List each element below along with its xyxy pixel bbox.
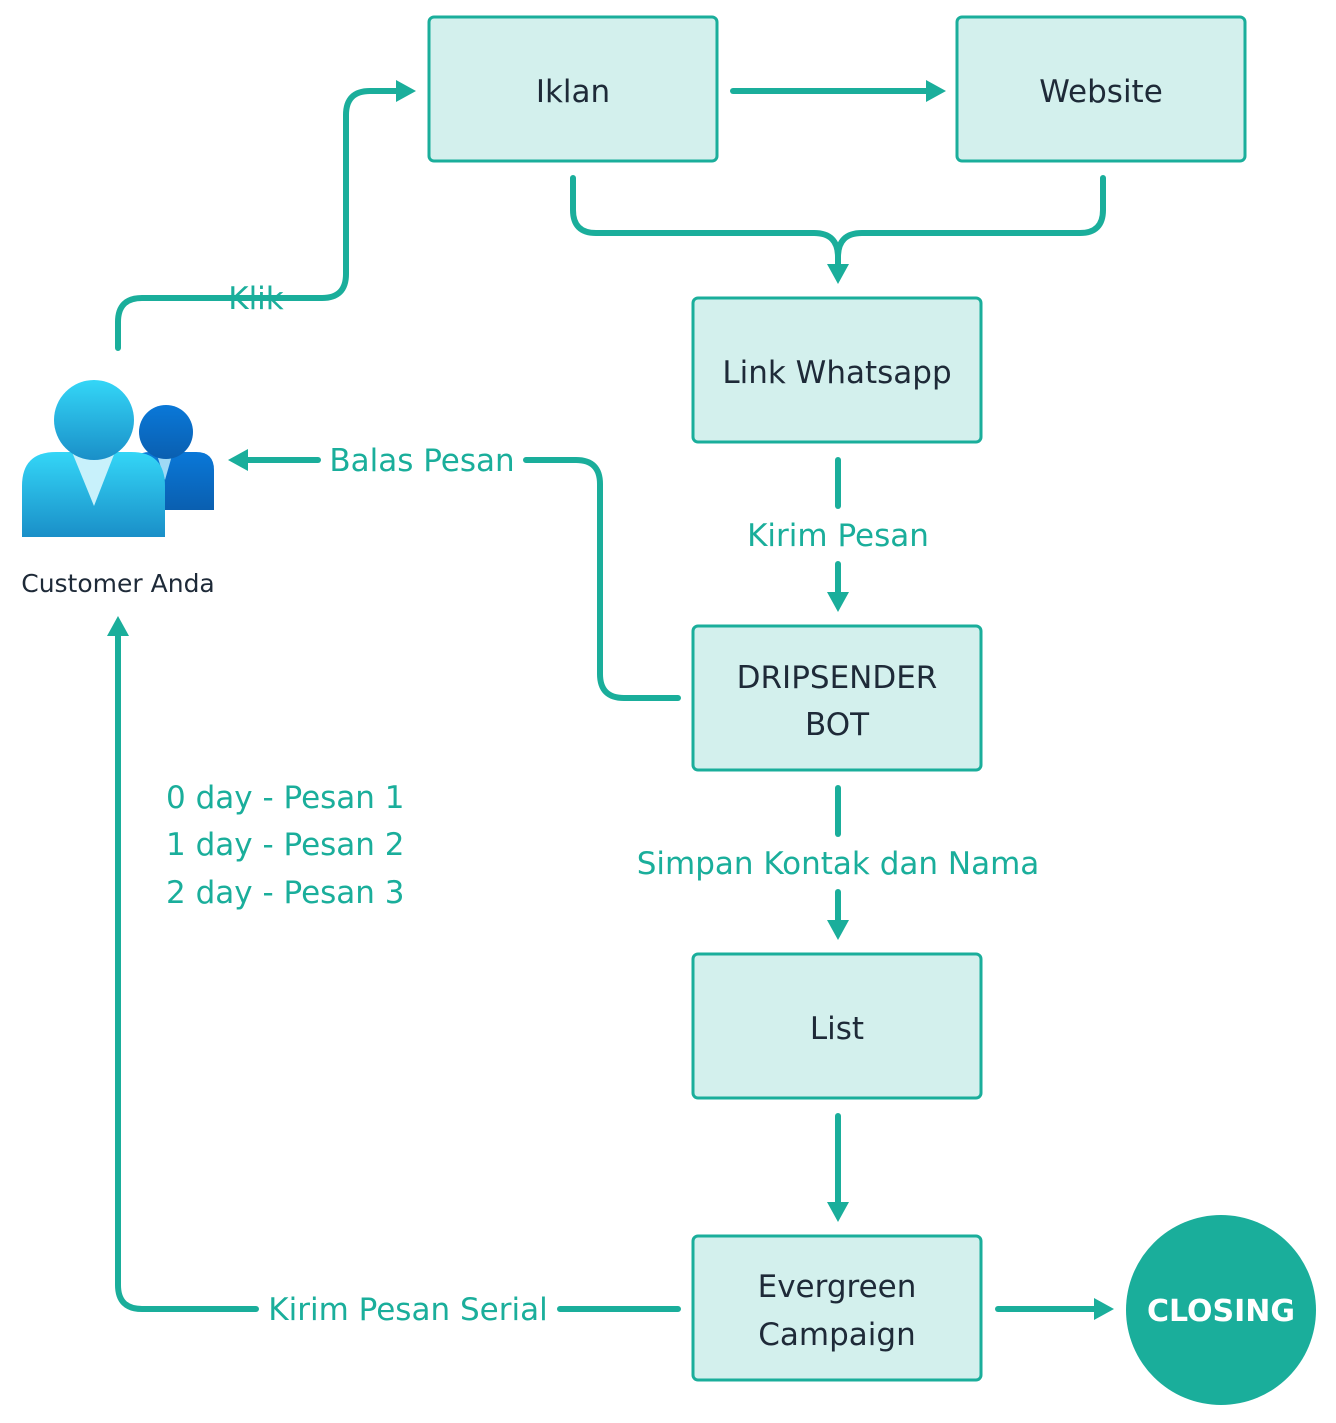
node-dripsender-bot-label-line2: BOT [805, 707, 870, 743]
schedule-item: 1 day - Pesan 2 [166, 827, 405, 863]
edges [107, 80, 1114, 1320]
node-website[interactable]: Website [955, 15, 1247, 163]
customer-caption: Customer Anda [21, 569, 215, 598]
label-balas-pesan: Balas Pesan [329, 443, 514, 479]
users-icon-front-collar [72, 452, 115, 506]
node-evergreen-campaign-label-line1: Evergreen [758, 1269, 917, 1305]
node-dripsender-bot[interactable]: DRIPSENDER BOT [691, 624, 983, 772]
node-list-box [691, 952, 983, 1100]
node-dripsender-bot-box [691, 624, 983, 772]
arrowhead-bot [827, 592, 849, 612]
label-kirim-pesan: Kirim Pesan [747, 518, 929, 554]
node-iklan-box [427, 15, 719, 163]
arrowhead-website [926, 80, 946, 102]
users-icon-back-collar [156, 452, 173, 480]
node-dripsender-bot-label-line1: DRIPSENDER [737, 660, 938, 696]
edge-evergreen-to-customer [115, 631, 681, 1312]
label-klik: Klik [228, 281, 284, 317]
node-closing-label: CLOSING [1147, 1294, 1295, 1329]
schedule-item: 2 day - Pesan 3 [166, 875, 405, 911]
schedule-notes: 0 day - Pesan 1 1 day - Pesan 2 2 day - … [166, 780, 405, 911]
edge-bot-to-customer [523, 457, 681, 701]
node-website-label: Website [1039, 74, 1163, 110]
edge-customer-to-iklan [115, 88, 405, 351]
node-closing-circle [1126, 1215, 1316, 1405]
schedule-item: 0 day - Pesan 1 [166, 780, 405, 816]
node-list-label: List [810, 1011, 864, 1047]
edge-website-to-link [835, 175, 1106, 260]
node-link-whatsapp[interactable]: Link Whatsapp [691, 296, 983, 444]
node-website-box [955, 15, 1247, 163]
arrowhead-link-whatsapp [827, 264, 849, 284]
node-evergreen-campaign-box [691, 1234, 983, 1382]
label-kirim-pesan-serial: Kirim Pesan Serial [268, 1292, 547, 1328]
arrowhead-iklan [396, 80, 416, 102]
edge-iklan-to-link [570, 175, 841, 269]
arrowhead-list [827, 920, 849, 940]
arrowhead-evergreen [827, 1202, 849, 1222]
node-closing[interactable]: CLOSING [1126, 1215, 1316, 1405]
node-iklan[interactable]: Iklan [427, 15, 719, 163]
arrowhead-closing [1094, 1298, 1114, 1320]
node-link-whatsapp-box [691, 296, 983, 444]
node-list[interactable]: List [691, 952, 983, 1100]
users-icon-front-head [54, 380, 134, 460]
node-evergreen-campaign[interactable]: Evergreen Campaign [691, 1234, 983, 1382]
arrowhead-customer-reply [228, 449, 248, 471]
users-icon [22, 380, 214, 537]
arrowhead-customer-serial [107, 616, 129, 636]
label-simpan-kontak: Simpan Kontak dan Nama [637, 846, 1040, 882]
node-iklan-label: Iklan [536, 74, 610, 110]
node-link-whatsapp-label: Link Whatsapp [722, 355, 951, 391]
node-evergreen-campaign-label-line2: Campaign [758, 1317, 915, 1353]
users-icon-back-head [139, 405, 193, 459]
